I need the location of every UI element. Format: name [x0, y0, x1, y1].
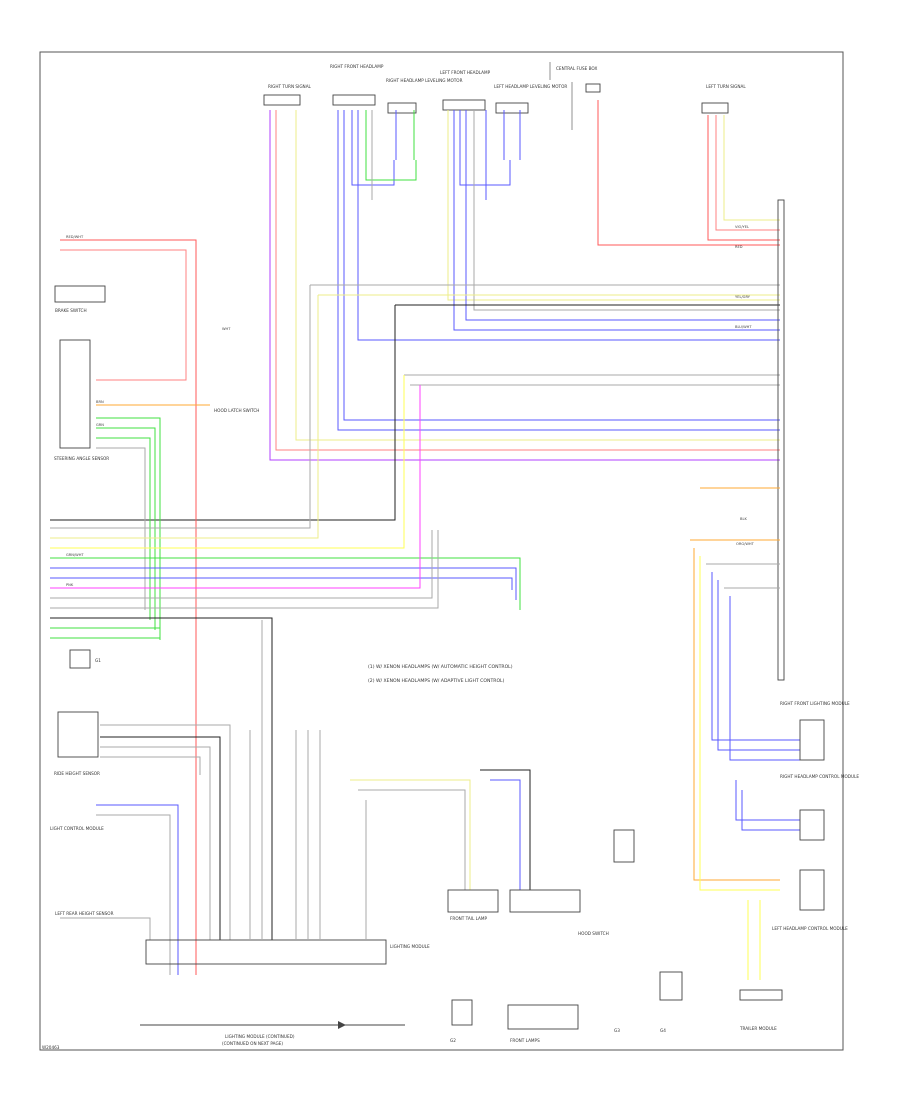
ride-height-wires [100, 724, 231, 940]
figure-id: W20463 [42, 1045, 60, 1050]
component-left-headlamp-control: LEFT HEADLAMP CONTROL MODULE [772, 869, 848, 931]
component-trailer-module: TRAILER MODULE [739, 989, 783, 1031]
wire-label-grn-wht: GRN/WHT [66, 553, 84, 557]
wire-label-red-wht: RED/WHT [66, 235, 84, 239]
wire-label-blk: BLK [740, 517, 747, 521]
component-right-headlamp-control: RIGHT HEADLAMP CONTROL MODULE [780, 774, 859, 841]
right-connector [777, 199, 785, 681]
label-right-front-lighting: RIGHT FRONT LIGHTING MODULE [780, 701, 850, 706]
label-ground-g2: G2 [450, 1038, 456, 1043]
label-light-control: LIGHT CONTROL MODULE [50, 826, 104, 831]
label-front-lamp-bottom: FRONT LAMPS [510, 1038, 540, 1043]
left-sensor-wires [96, 404, 210, 640]
wire-code-labels: RED/WHT VIO/YEL WHT YEL/GRY BLU/WHT GRN/… [66, 225, 755, 587]
label-right-turn-signal-top: RIGHT TURN SIGNAL [268, 84, 312, 89]
wire-label-brn: BRN [96, 400, 104, 404]
right-lower-wires [690, 487, 800, 980]
diagram-frame [39, 51, 844, 1051]
component-lighting-module: LIGHTING MODULE [145, 939, 430, 965]
component-left-turn-signal-top: LEFT TURN SIGNAL [701, 84, 746, 114]
wire-label-vio-yel: VIO/YEL [735, 225, 749, 229]
label-hood-latch: HOOD LATCH SWITCH [214, 408, 259, 413]
component-ground-g4: G4 [659, 971, 683, 1033]
component-front-tail-lamp: FRONT TAIL LAMP [447, 889, 499, 921]
component-ride-height-sensor: RIDE HEIGHT SENSOR [54, 711, 100, 776]
label-brake-switch: BRAKE SWITCH [55, 308, 87, 313]
component-hood-latch-switch: HOOD LATCH SWITCH [214, 408, 259, 413]
component-right-headlamp-leveling: RIGHT HEADLAMP LEVELING MOTOR [386, 78, 463, 114]
component-hood-switch-2: HOOD SWITCH [509, 889, 609, 936]
label-trailer-module: TRAILER MODULE [739, 1026, 777, 1031]
label-ground-g4: G4 [660, 1028, 666, 1033]
bottom-continuation-arrow: LIGHTING MODULE (CONTINUED) (CONTINUED O… [140, 1021, 405, 1046]
bottom-arrow-label-2: (CONTINUED ON NEXT PAGE) [222, 1041, 283, 1046]
label-left-headlamp-mod: LEFT HEADLAMP CONTROL MODULE [772, 926, 848, 931]
label-ground-g3: G3 [614, 1028, 620, 1033]
label-left-front-headlamp: LEFT FRONT HEADLAMP [440, 70, 491, 75]
label-ground-g1: G1 [95, 658, 101, 663]
component-left-rear-height: LEFT REAR HEIGHT SENSOR [55, 911, 151, 940]
component-right-turn-signal-top: RIGHT TURN SIGNAL [263, 84, 312, 106]
component-central-fuse-box: CENTRAL FUSE BOX [549, 62, 601, 130]
wire-label-yel-gry: YEL/GRY [735, 295, 751, 299]
wire-label-red: RED [735, 245, 743, 249]
label-left-headlamp-leveling: LEFT HEADLAMP LEVELING MOTOR [494, 84, 567, 89]
label-hood-sw2: HOOD SWITCH [578, 931, 609, 936]
label-right-headlamp-mod: RIGHT HEADLAMP CONTROL MODULE [780, 774, 859, 779]
label-ride-height: RIDE HEIGHT SENSOR [54, 771, 100, 776]
component-left-front-headlamp: LEFT FRONT HEADLAMP [440, 70, 491, 111]
component-ground-g2: G2 [450, 999, 473, 1043]
center-note-line-1: (1) W/ XENON HEADLAMPS (W/ AUTOMATIC HEI… [368, 664, 513, 670]
component-right-front-headlamp: RIGHT FRONT HEADLAMP [330, 64, 384, 106]
lighting-module-drops [249, 620, 531, 940]
left-top-wires [60, 239, 197, 975]
component-light-control-module: LIGHT CONTROL MODULE [50, 804, 179, 975]
label-left-turn-signal-top: LEFT TURN SIGNAL [706, 84, 746, 89]
component-front-lamps-bottom: FRONT LAMPS [507, 1004, 579, 1043]
label-left-rear-height: LEFT REAR HEIGHT SENSOR [55, 911, 114, 916]
wire-label-grn: GRN [96, 423, 104, 427]
wire-label-pnk: PNK [66, 583, 74, 587]
label-central-fuse: CENTRAL FUSE BOX [556, 66, 597, 71]
label-right-headlamp-leveling: RIGHT HEADLAMP LEVELING MOTOR [386, 78, 463, 83]
label-lighting-module: LIGHTING MODULE [390, 944, 430, 949]
label-front-tail: FRONT TAIL LAMP [450, 916, 488, 921]
center-note: (1) W/ XENON HEADLAMPS (W/ AUTOMATIC HEI… [368, 664, 513, 684]
label-steering-angle: STEERING ANGLE SENSOR [54, 456, 109, 461]
component-right-front-lighting-module: RIGHT FRONT LIGHTING MODULE [780, 701, 850, 761]
component-ground-g1: G1 [69, 649, 101, 669]
left-connector-wires [50, 285, 521, 940]
center-note-line-2: (2) W/ XENON HEADLAMPS (W/ ADAPTIVE LIGH… [368, 678, 505, 684]
component-left-headlamp-leveling: LEFT HEADLAMP LEVELING MOTOR [494, 84, 567, 114]
top-wire-runs [50, 100, 780, 521]
component-steering-angle-sensor: STEERING ANGLE SENSOR [54, 339, 109, 461]
wire-label-blu-wht: BLU/WHT [735, 325, 752, 329]
component-ground-g3: G3 [613, 829, 635, 1033]
component-brake-switch: BRAKE SWITCH [54, 285, 106, 313]
label-right-front-headlamp: RIGHT FRONT HEADLAMP [330, 64, 384, 69]
wire-label-org-wht: ORG/WHT [736, 542, 755, 546]
bottom-arrow-label-1: LIGHTING MODULE (CONTINUED) [225, 1034, 295, 1039]
wire-label-wht: WHT [222, 327, 231, 331]
